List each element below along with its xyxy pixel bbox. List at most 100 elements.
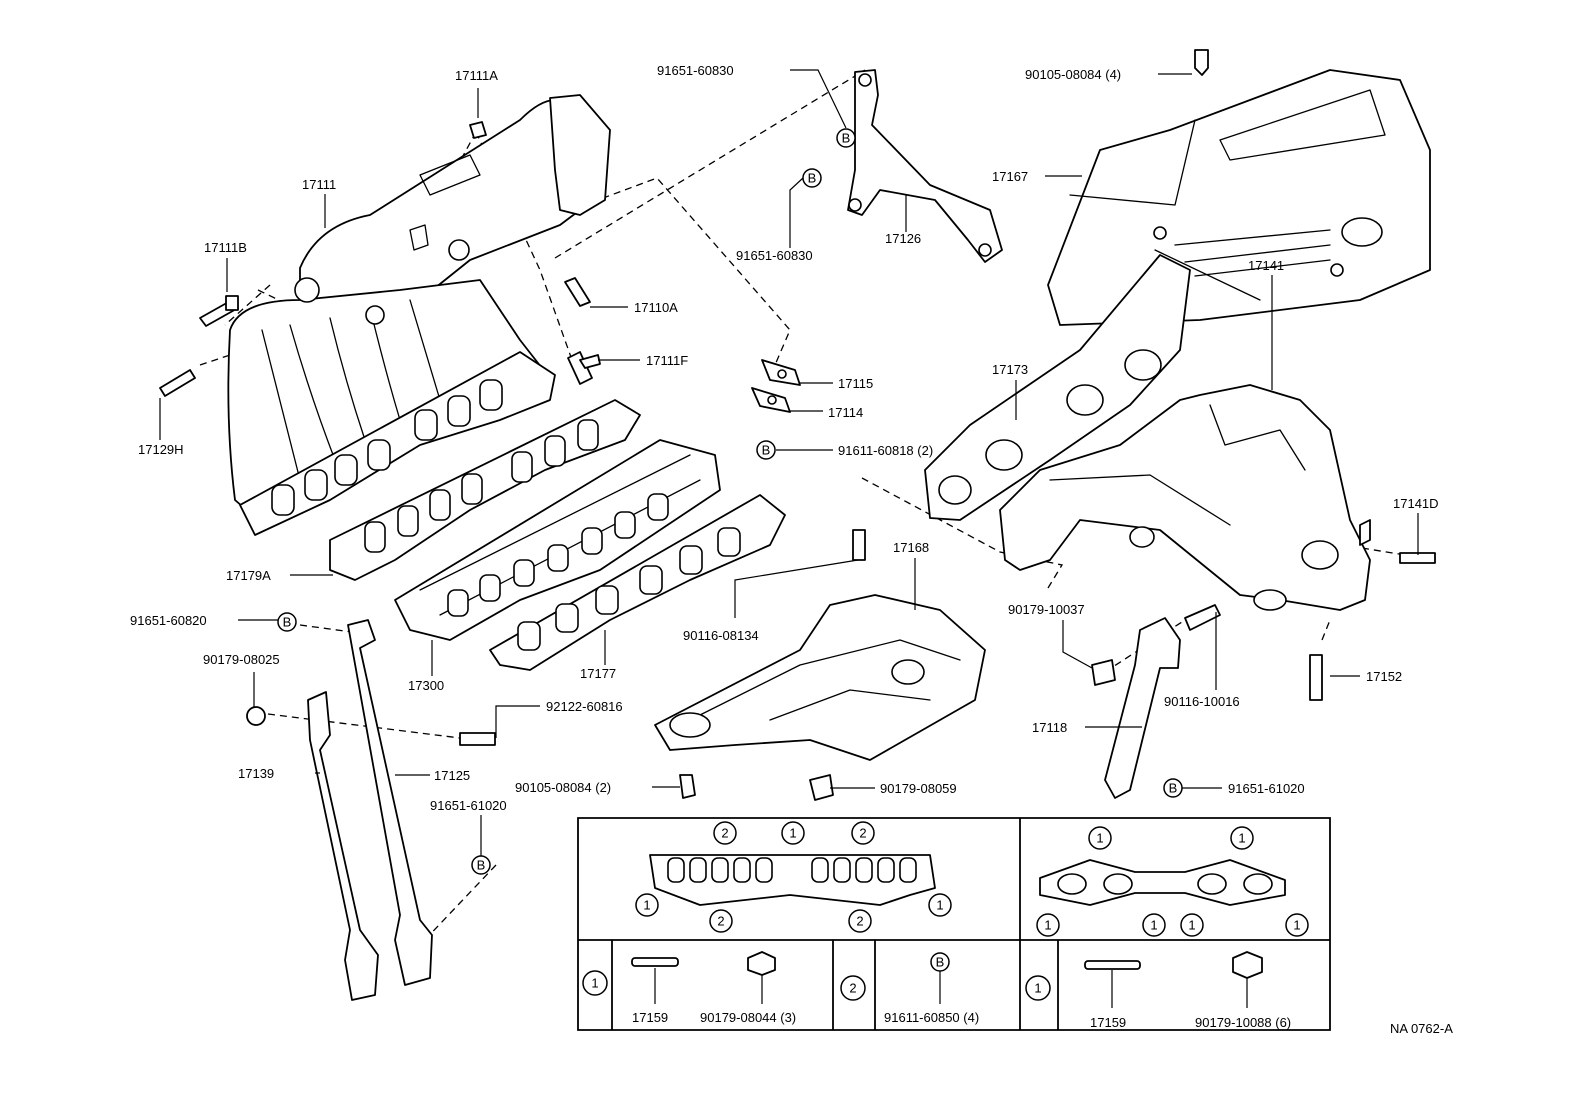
label-90116-10016: 90116-10016 [1164,694,1240,709]
label-90116-08134: 90116-08134 [683,628,759,643]
exhaust-gasket-callout: 1 [1230,826,1254,850]
exhaust-gasket-callout: 1 [1088,826,1112,850]
intake-gasket-callout: 2 [713,821,737,845]
svg-text:B: B [762,443,771,458]
bolt-marker: B [1163,778,1183,798]
label-91651-60830-top: 91651-60830 [657,63,734,78]
small-fittings [159,121,601,397]
label-17179A: 17179A [226,568,271,583]
label-17114: 17114 [828,405,863,420]
exhaust-manifold-17141 [999,384,1371,611]
svg-text:1: 1 [1150,918,1157,933]
bracket-17126 [847,69,1003,263]
heat-insulator-17167 [1047,49,1431,326]
nut-90179-08044 [747,951,776,976]
exhaust-gasket-callout: 1 [1180,913,1204,937]
group1-key: 1 [582,970,608,996]
label-17167: 17167 [992,169,1028,184]
label-17139: 17139 [238,766,274,781]
label-17111F: 17111F [646,353,688,368]
legend-stud-group1: 17159 [632,1010,668,1025]
label-17126: 17126 [885,231,921,246]
exhaust-gasket-callout: 1 [1142,913,1166,937]
svg-text:1: 1 [789,826,796,841]
diagram-code: NA 0762-A [1390,1021,1453,1036]
svg-text:2: 2 [859,826,866,841]
stay-17118 [679,552,1436,801]
intake-gasket-callout: 2 [709,909,733,933]
svg-text:2: 2 [721,826,728,841]
svg-text:1: 1 [1188,918,1195,933]
label-17129H: 17129H [138,442,184,457]
label-17111A: 17111A [455,68,498,83]
exhaust-gasket-callout: 1 [1036,913,1060,937]
svg-text:1: 1 [643,898,650,913]
intake-gasket-17179A [329,399,641,581]
fastener-legend: 2 1 2 1 1 2 2 1 1 1 1 1 1 1 2 1 B [577,817,1331,1031]
svg-text:2: 2 [849,981,856,996]
legend-bolt-group2: 91611-60850 (4) [884,1010,979,1025]
svg-text:B: B [283,615,292,630]
leader-lines [159,69,1419,856]
label-91651-61020-left: 91651-61020 [430,798,507,813]
label-91651-61020-right: 91651-61020 [1228,781,1305,796]
label-90179-08059: 90179-08059 [880,781,957,796]
intake-gasket-callout: 2 [848,909,872,933]
svg-text:1: 1 [1096,831,1103,846]
label-17125: 17125 [434,768,470,783]
small-gaskets [751,359,801,413]
svg-text:1: 1 [1293,918,1300,933]
part-labels: 17111A 17111 17111B 17129H 17110A 17111F… [130,63,1439,813]
intake-manifold [227,94,611,536]
nut-90179-10088 [1232,951,1263,979]
svg-text:B: B [477,858,486,873]
legend-nut-group1: 90179-08044 (3) [700,1010,796,1025]
label-17141D: 17141D [1393,496,1439,511]
label-17168: 17168 [893,540,929,555]
bolt-marker: B [930,952,950,972]
legend-stud-group3: 17159 [1090,1015,1126,1030]
svg-text:B: B [808,171,817,186]
intake-gasket-callout: 1 [635,893,659,917]
air-intake-chamber-17300 [394,439,721,641]
bolt-marker: B [471,855,491,875]
svg-text:B: B [842,131,851,146]
manifold-stays [246,619,496,1001]
bolt-marker: B [756,440,776,460]
group2-key: 2 [840,975,866,1001]
svg-text:1: 1 [1034,981,1041,996]
stud-17159-right [1084,960,1141,970]
label-17118: 17118 [1032,720,1067,735]
label-17300: 17300 [408,678,444,693]
label-17141: 17141 [1248,258,1284,273]
svg-text:B: B [1169,781,1178,796]
label-90105-08084-2: 90105-08084 (2) [515,780,611,795]
exhaust-gasket-callout: 1 [1285,913,1309,937]
stud-17159-left [631,957,679,967]
label-17177: 17177 [580,666,616,681]
label-17111: 17111 [302,177,336,192]
intake-gasket-callout: 2 [851,821,875,845]
label-90179-10037: 90179-10037 [1008,602,1085,617]
label-17111B: 17111B [204,240,247,255]
bolt-marker: B [836,128,856,148]
svg-text:2: 2 [717,914,724,929]
svg-text:1: 1 [1238,831,1245,846]
gasket-17177 [489,494,786,671]
label-17110A: 17110A [634,300,678,315]
intake-gasket-callout: 1 [781,821,805,845]
legend-nut-group3: 90179-10088 (6) [1195,1015,1291,1030]
intake-gasket-schematic [649,854,936,906]
heat-insulator-17168 [654,529,986,761]
bolt-marker: B [802,168,822,188]
svg-text:B: B [936,955,945,970]
label-90105-08084-4: 90105-08084 (4) [1025,67,1121,82]
bolt-marker: B [277,612,297,632]
label-17115: 17115 [838,376,873,391]
label-92122-60816: 92122-60816 [546,699,623,714]
svg-text:1: 1 [591,976,598,991]
label-91651-60830-mid: 91651-60830 [736,248,813,263]
label-17152: 17152 [1366,669,1402,684]
label-17173: 17173 [992,362,1028,377]
